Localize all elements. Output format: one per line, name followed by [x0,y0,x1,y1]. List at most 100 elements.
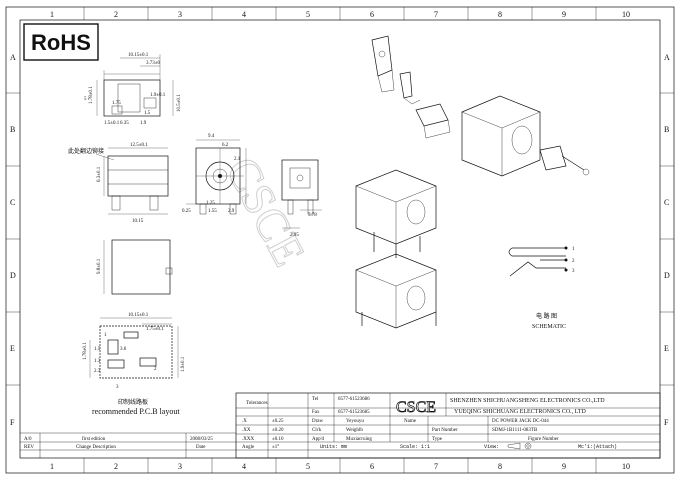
row-label-right: C [664,198,669,207]
right-side-view-drawing [281,159,322,229]
exploded-view-drawing [371,35,590,177]
col-label-bottom: 6 [370,462,374,471]
col-label-top: 3 [178,10,182,19]
row-label-right: A [664,53,670,62]
row-label-right: E [664,344,669,353]
row-label-left: C [10,198,15,207]
column-zone-markers: 1 2 3 4 5 6 7 8 9 10 1 2 3 4 5 6 7 8 9 1… [50,7,630,473]
dim-label: 2.1 [234,157,241,162]
col-label-bottom: 3 [178,462,182,471]
pcb-dim: 10.15±0.1 [128,313,149,318]
tel-label: Tel [312,397,319,402]
draw-value: Yeyouyu [346,419,364,424]
front-view-drawing [186,139,247,215]
side-view-drawing [95,147,169,215]
pcb-dim: 1.75±0.1 [146,327,164,332]
deform-note: 此处翻边铆接 [68,147,104,155]
rohs-label: RoHS [31,30,91,55]
col-label-top: 1 [50,10,54,19]
tol-format: .XXX [242,437,254,442]
dim-label: 9.4 [208,134,215,139]
inner-frame [19,19,661,459]
pcb-caption-en: recommended P.C.B layout [92,407,180,416]
dim-label: 9.8±0.1 [97,258,102,274]
mc-value: Mc'1:(Attach) [578,444,617,450]
col-label-top: 4 [242,10,246,19]
revision-code: A/0 [24,437,32,442]
dim-label: 5 [84,97,87,102]
col-label-bottom: 2 [114,462,118,471]
tolerances-label: Tolerances [246,401,268,406]
revision-header-desc: Change Description [76,445,116,450]
row-label-right: B [664,125,669,134]
col-label-top: 7 [434,10,438,19]
col-label-bottom: 1 [50,462,54,471]
pcb-dim: 1.5 [94,347,101,352]
revision-table [20,432,236,458]
row-label-left: A [10,53,16,62]
tol-value: ±0.25 [272,419,284,424]
schematic-pin-label: 1 [572,247,575,252]
rohs-badge [23,23,99,61]
iso-view-top-drawing [355,169,437,258]
view-label: View: [484,444,499,450]
revision-date: 2008/03/25 [190,437,213,442]
col-label-bottom: 5 [306,462,310,471]
part-value: SDMJ-1B1111-083TB [492,428,538,433]
fax-label: Fax [312,410,320,415]
schematic-pin-label: 3 [572,269,575,274]
col-label-bottom: 10 [622,462,630,471]
row-label-left: D [10,271,16,280]
draw-label: Draw [312,419,323,424]
row-label-left: B [10,125,15,134]
scale-value: Scale: 1:1 [400,444,430,450]
tol-format: .X [242,419,247,424]
tol-format: Angle [242,445,255,450]
iso-view-bottom-drawing [355,253,437,329]
revision-description: first edition [82,437,106,442]
dim-label: 1.5±0.1 [104,121,120,126]
dim-label: 1.25 [206,201,215,206]
units-value: Units: mm [320,444,347,450]
appd-label: App'd [312,437,325,442]
bottom-view-drawing [103,239,173,295]
manu-label: Muxiacruing [346,437,372,442]
schematic-pin-label: 2 [572,259,575,264]
tol-value: ±0.20 [272,428,284,433]
dim-label: 1.9±0.1 [150,93,166,98]
pcb-pin-label: 1 [104,333,107,338]
tol-value: ±1° [272,445,279,450]
revision-header-date: Date [196,445,206,450]
dim-label: 3.73±0 [146,61,160,66]
csce-logo: CSCE [396,399,436,416]
pcb-dim: 3.6 [120,347,127,352]
dim-label: 1.55 [208,209,217,214]
pcb-dim: 1.3 [94,359,101,364]
dim-label: 1.75 [112,101,121,106]
schematic-caption-en: SCHEMATIC [532,324,566,330]
dim-label: 1.5 [144,111,151,116]
title-block [235,392,661,459]
col-label-top: 2 [114,10,118,19]
dim-label: 6.35 [120,121,129,126]
row-label-left: F [10,418,15,427]
col-label-top: 8 [498,10,502,19]
tol-format: .XX [242,428,251,433]
dim-label: 2.95 [290,233,299,238]
fax-value: 0577-61523685 [338,410,370,415]
revision-header-rev: REV [24,445,34,450]
dim-label: 6.3±0.1 [97,166,102,182]
dim-label: 5.78 [308,213,317,218]
chk-label: Ch'k [312,428,322,433]
row-zone-markers: A B C D E F A B C D E F [6,53,674,427]
dim-label: 10.5±0.1 [177,94,182,112]
pcb-pin-label: 3 [116,385,119,390]
row-label-right: F [664,418,669,427]
weight-label: Weighlb [346,428,363,433]
part-label: Part Number [432,428,458,433]
pcb-pin-label: 2 [154,367,157,372]
col-label-top: 10 [622,10,630,19]
row-label-right: D [664,271,670,280]
dim-label: 1.9 [140,121,147,126]
